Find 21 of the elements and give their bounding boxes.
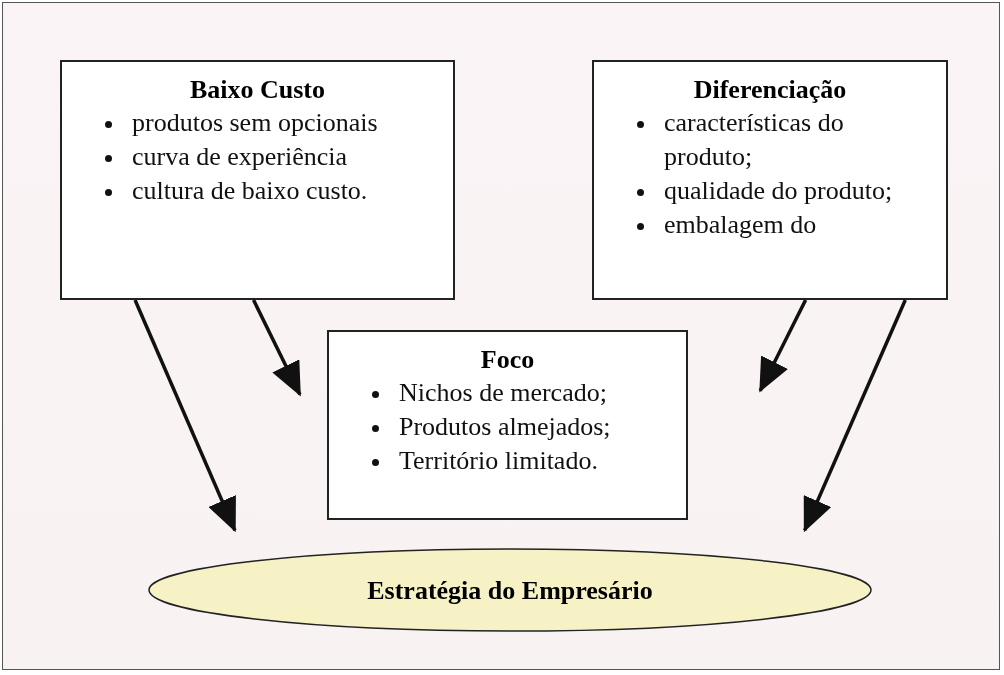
bullet-text: qualidade do produto; — [664, 175, 893, 207]
goal-ellipse — [148, 548, 872, 632]
arrow — [758, 299, 808, 393]
strategy-box — [327, 330, 688, 520]
box-title: Foco — [479, 344, 536, 376]
box-title: Diferenciação — [692, 74, 848, 106]
bullet-text: Nichos de mercado; — [399, 377, 607, 409]
bullet-text: características do produto; — [664, 107, 845, 173]
bullet-text: cultura de baixo custo. — [132, 175, 368, 207]
goal-title: Estratégia do Empresário — [367, 574, 653, 607]
strategy-box — [592, 60, 948, 300]
arrow — [803, 299, 907, 533]
bullet-text: produtos sem opcionais — [132, 107, 378, 139]
box-title: Baixo Custo — [188, 74, 327, 106]
strategy-box — [60, 60, 455, 300]
arrow — [133, 299, 237, 533]
bullet-text: curva de experiência — [132, 141, 348, 173]
bullet-text: embalagem do — [664, 209, 817, 241]
bullet-text: Território limitado. — [399, 445, 598, 477]
bullet-text: Produtos almejados; — [399, 411, 611, 443]
arrow — [251, 299, 302, 397]
